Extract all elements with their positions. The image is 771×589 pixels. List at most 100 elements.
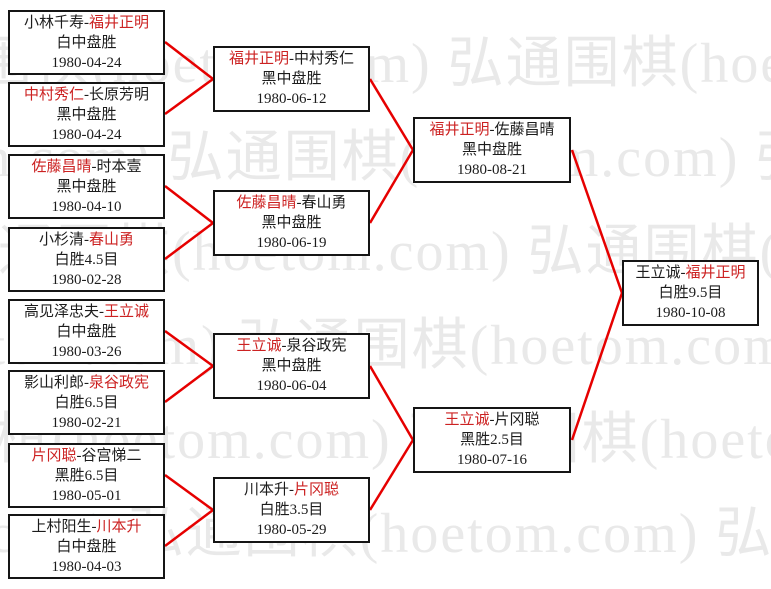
player-name: 福井正明: [685, 265, 746, 281]
match-date: 1980-02-21: [51, 414, 122, 431]
match-result: 白胜4.5目: [54, 251, 119, 268]
match-result: 白胜6.5目: [54, 394, 119, 411]
match-result: 黑中盘胜: [261, 215, 322, 231]
match-box: 影山利郎-泉谷政宪 白胜6.5目 1980-02-21: [8, 370, 165, 435]
match-date: 1980-06-19: [256, 235, 327, 251]
match-date: 1980-05-29: [256, 522, 327, 538]
player-name: 小林千寿: [23, 14, 84, 31]
match-players: 影山利郎-泉谷政宪: [24, 373, 149, 393]
match-box: 佐藤昌晴-时本壹 黑中盘胜 1980-04-10: [8, 154, 165, 219]
match-result: 白中盘胜: [56, 34, 117, 51]
match-result: 黑中盘胜: [56, 106, 117, 123]
player-name: 片冈聪: [494, 412, 540, 428]
player-name: 影山利郎: [23, 374, 84, 391]
match-result: 黑胜6.5目: [54, 467, 119, 484]
vs-dash: -: [489, 122, 495, 138]
player-name: 王立诚: [635, 265, 681, 281]
match-box: 川本升-片冈聪 白胜3.5目 1980-05-29: [213, 477, 370, 543]
match-date: 1980-06-12: [256, 91, 327, 107]
player-name: 春山勇: [89, 231, 135, 248]
connector-line: [570, 292, 624, 441]
player-name: 王立诚: [236, 338, 282, 354]
match-result: 白中盘胜: [56, 323, 117, 340]
player-name: 川本升: [243, 482, 289, 498]
match-box: 中村秀仁-长原芳明 黑中盘胜 1980-04-24: [8, 82, 165, 147]
vs-dash: -: [289, 51, 294, 67]
connector-line: [368, 365, 415, 441]
connector-line: [164, 365, 214, 403]
vs-dash: -: [296, 195, 302, 211]
player-name: 中村秀仁: [23, 86, 84, 103]
vs-dash: -: [281, 338, 287, 354]
connector-line: [368, 439, 415, 511]
vs-dash: -: [99, 303, 104, 320]
match-date: 1980-02-28: [51, 271, 122, 288]
match-date: 1980-04-10: [51, 198, 122, 215]
match-result: 黑中盘胜: [56, 178, 117, 195]
player-name: 王立诚: [444, 412, 490, 428]
match-players: 福井正明-中村秀仁: [229, 49, 354, 69]
match-result: 黑中盘胜: [261, 71, 322, 87]
match-box: 佐藤昌晴-春山勇 黑中盘胜 1980-06-19: [213, 190, 370, 256]
match-date: 1980-10-08: [655, 305, 726, 321]
player-name: 佐藤昌晴: [31, 158, 92, 175]
connector-line: [164, 77, 214, 116]
match-date: 1980-03-26: [51, 343, 122, 360]
player-name: 泉谷政宪: [89, 374, 150, 391]
player-name: 川本升: [96, 518, 142, 535]
match-players: 王立诚-福井正明: [635, 263, 745, 283]
vs-dash: -: [84, 231, 89, 248]
match-result: 黑中盘胜: [261, 358, 322, 374]
match-players: 佐藤昌晴-时本壹: [31, 157, 141, 177]
connector-line: [368, 149, 415, 224]
player-name: 佐藤昌晴: [236, 195, 297, 211]
player-name: 泉谷政宪: [286, 338, 347, 354]
player-name: 上村阳生: [31, 518, 92, 535]
player-name: 王立诚: [104, 303, 150, 320]
match-result: 黑中盘胜: [461, 142, 522, 158]
match-box: 王立诚-福井正明 白胜9.5目 1980-10-08: [622, 260, 759, 326]
connector-line: [164, 41, 214, 80]
match-box: 片冈聪-谷宫悌二 黑胜6.5目 1980-05-01: [8, 443, 165, 508]
match-players: 王立诚-泉谷政宪: [236, 336, 346, 356]
match-box: 福井正明-中村秀仁 黑中盘胜 1980-06-12: [213, 46, 370, 112]
match-result: 白胜9.5目: [658, 285, 723, 301]
connector-line: [570, 149, 624, 294]
vs-dash: -: [489, 412, 495, 428]
connector-line: [164, 222, 214, 260]
player-name: 中村秀仁: [294, 51, 355, 67]
vs-dash: -: [91, 518, 97, 535]
vs-dash: -: [76, 447, 82, 464]
match-box: 王立诚-泉谷政宪 黑中盘胜 1980-06-04: [213, 333, 370, 399]
match-players: 片冈聪-谷宫悌二: [31, 446, 141, 466]
match-result: 白中盘胜: [56, 538, 117, 555]
vs-dash: -: [91, 158, 97, 175]
player-name: 小杉清: [38, 231, 84, 248]
player-name: 福井正明: [89, 14, 150, 31]
match-date: 1980-08-21: [457, 162, 527, 178]
match-box: 小杉清-春山勇 白胜4.5目 1980-02-28: [8, 227, 165, 292]
player-name: 长原芳明: [89, 86, 150, 103]
match-players: 高见泽忠夫-王立诚: [24, 302, 149, 322]
player-name: 谷宫悌二: [81, 447, 142, 464]
match-box: 上村阳生-川本升 白中盘胜 1980-04-03: [8, 514, 165, 579]
match-players: 王立诚-片冈聪: [444, 410, 539, 430]
match-players: 小林千寿-福井正明: [24, 13, 149, 33]
connector-line: [368, 78, 415, 151]
match-date: 1980-05-01: [51, 487, 122, 504]
match-box: 高见泽忠夫-王立诚 白中盘胜 1980-03-26: [8, 299, 165, 364]
connector-line: [164, 473, 214, 512]
player-name: 时本壹: [96, 158, 142, 175]
match-box: 福井正明-佐藤昌晴 黑中盘胜 1980-08-21: [413, 117, 571, 183]
match-players: 上村阳生-川本升: [31, 517, 141, 537]
match-players: 小杉清-春山勇: [39, 230, 134, 250]
match-box: 王立诚-片冈聪 黑胜2.5目 1980-07-16: [413, 407, 571, 473]
vs-dash: -: [84, 14, 89, 31]
player-name: 福井正明: [429, 122, 490, 138]
player-name: 片冈聪: [294, 482, 340, 498]
player-name: 春山勇: [301, 195, 347, 211]
match-date: 1980-04-03: [51, 558, 122, 575]
match-date: 1980-04-24: [51, 126, 122, 143]
match-date: 1980-06-04: [256, 378, 327, 394]
